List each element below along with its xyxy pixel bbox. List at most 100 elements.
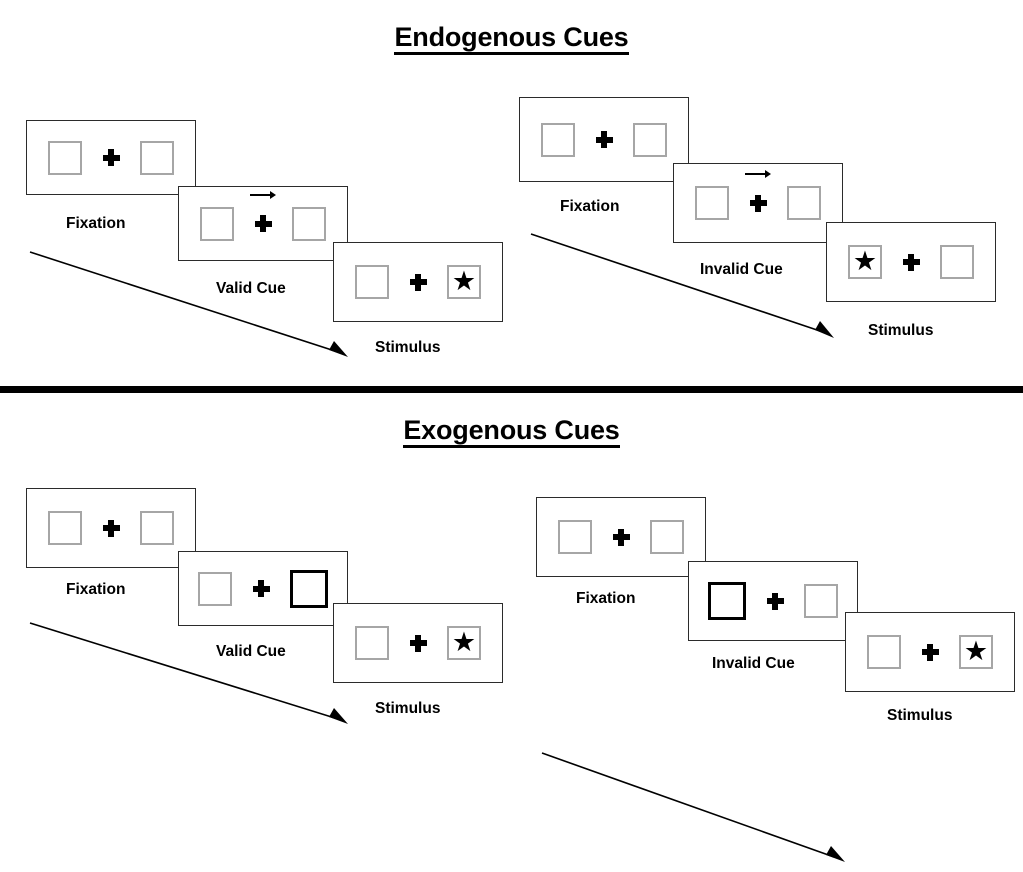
caption-endogenous-valid-cue: Valid Cue [216,280,286,297]
caption-exogenous-invalid-fixation: Fixation [576,590,636,607]
section-exogenous: Exogenous Cues Fixation Valid Cue [0,393,1023,862]
arrow-shaft [250,193,271,196]
fixation-cross-icon [252,580,270,597]
fixation-cross-wrap [405,623,431,663]
placeholder-box-right [140,511,174,545]
fixation-cross-icon [409,273,427,291]
star-icon: ★ [963,635,989,666]
fixation-cross-icon [612,528,630,546]
caption-endogenous-invalid-stimulus: Stimulus [868,322,934,339]
frame-exogenous-valid-cue[interactable] [178,551,348,626]
fixation-cross-icon [102,519,120,537]
fixation-cross-icon [409,634,427,652]
target-box-left: ★ [848,245,882,279]
placeholder-box-right [940,245,974,279]
frame-content [198,569,328,609]
caption-exogenous-valid-fixation: Fixation [66,581,126,598]
placeholder-box-left [355,626,389,660]
frame-content [708,581,838,621]
frame-content: ★ [848,242,974,282]
caption-exogenous-valid-cue: Valid Cue [216,643,286,660]
frame-endogenous-valid-stimulus[interactable]: ★ [333,242,503,322]
time-flow-arrow-exogenous-valid [29,622,348,724]
caption-exogenous-valid-stimulus: Stimulus [375,700,441,717]
frame-endogenous-invalid-cue[interactable] [673,163,843,243]
placeholder-box-right [292,206,326,241]
section-endogenous: Endogenous Cues Fixation [0,0,1023,388]
placeholder-box-right [804,584,838,618]
frame-exogenous-invalid-stimulus[interactable]: ★ [845,612,1015,692]
frame-content [48,138,174,178]
frame-content [48,508,174,548]
time-flow-arrow-endogenous-valid [29,251,348,357]
frame-exogenous-invalid-cue[interactable] [688,561,858,641]
fixation-cross-icon [102,149,120,166]
placeholder-box-left [200,206,234,241]
arrow-head [765,170,771,179]
star-icon: ★ [451,626,477,657]
placeholder-box-left [355,265,389,299]
frame-content [200,190,326,244]
caption-endogenous-invalid-fixation: Fixation [560,198,620,215]
fixation-cross-wrap [250,190,276,244]
frame-content [558,517,684,557]
frame-content: ★ [867,632,993,672]
section-title-endogenous: Endogenous Cues [0,22,1023,56]
star-icon: ★ [451,265,477,296]
placeholder-box-left [867,635,901,669]
placeholder-box-right [140,140,174,175]
fixation-cross-wrap [917,632,943,672]
arrow-shaft [745,173,766,176]
arrow-right-cue-icon [745,170,771,179]
fixation-cross-wrap [898,242,924,282]
fixation-cross-icon [749,194,767,212]
flashed-cue-box-left [708,582,746,620]
placeholder-box-left [198,571,232,606]
section-title-text: Endogenous Cues [394,23,629,56]
caption-endogenous-valid-stimulus: Stimulus [375,339,441,356]
fixation-cross-wrap [98,508,124,548]
caption-endogenous-invalid-cue: Invalid Cue [700,261,783,278]
fixation-cross-wrap [98,138,124,178]
section-divider [0,386,1023,393]
star-icon: ★ [852,245,878,276]
caption-exogenous-invalid-stimulus: Stimulus [887,707,953,724]
arrow-head [270,190,276,199]
fixation-cross-icon [595,131,613,148]
arrow-right-cue-icon [250,190,276,200]
flashed-cue-box-right [290,569,328,608]
placeholder-box-left [48,140,82,175]
fixation-cross-icon [254,215,272,232]
time-flow-arrow-endogenous-invalid [530,233,834,338]
placeholder-box-left [48,511,82,545]
frame-content [541,120,667,160]
time-flow-arrow-exogenous-invalid [541,752,845,862]
caption-endogenous-valid-fixation: Fixation [66,215,126,232]
target-box-right: ★ [959,635,993,669]
placeholder-box-right [787,186,821,220]
fixation-cross-wrap [591,120,617,160]
frame-endogenous-valid-cue[interactable] [178,186,348,261]
fixation-cross-wrap [762,581,788,621]
section-title-text: Exogenous Cues [403,416,620,449]
frame-exogenous-invalid-fixation[interactable] [536,497,706,577]
frame-content: ★ [355,623,481,663]
target-box-right: ★ [447,265,481,299]
fixation-cross-wrap [405,262,431,302]
frame-exogenous-valid-stimulus[interactable]: ★ [333,603,503,683]
placeholder-box-left [541,122,575,157]
fixation-cross-icon [902,253,920,271]
fixation-cross-wrap [248,569,274,609]
fixation-cross-icon [921,643,939,661]
frame-endogenous-invalid-fixation[interactable] [519,97,689,182]
frame-content: ★ [355,262,481,302]
frame-exogenous-valid-fixation[interactable] [26,488,196,568]
placeholder-box-left [695,186,729,220]
frame-endogenous-valid-fixation[interactable] [26,120,196,195]
placeholder-box-right [650,520,684,554]
target-box-right: ★ [447,626,481,660]
fixation-cross-wrap [608,517,634,557]
fixation-cross-wrap [745,170,771,223]
frame-endogenous-invalid-stimulus[interactable]: ★ [826,222,996,302]
